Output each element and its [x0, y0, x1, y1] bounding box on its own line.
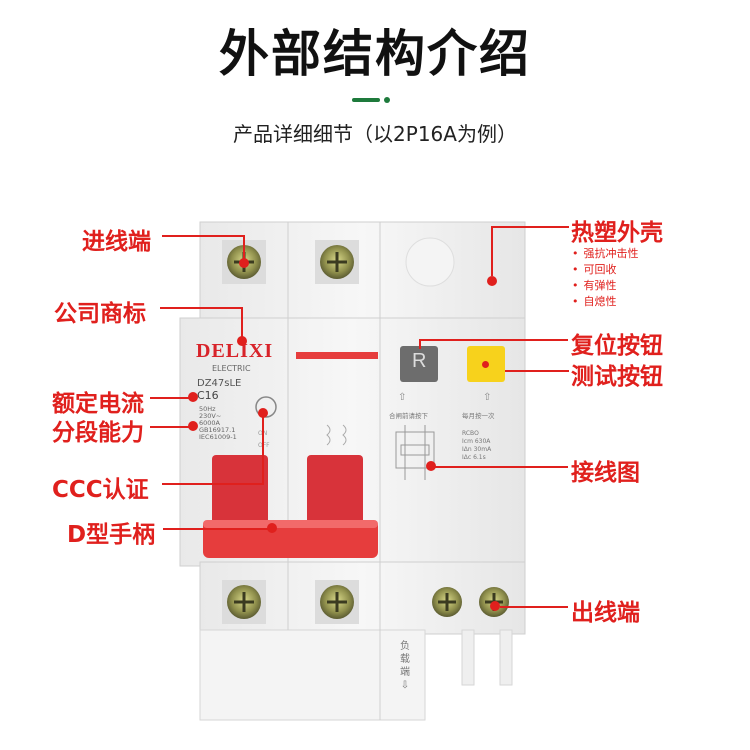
marker-handle	[267, 523, 277, 533]
leader-test	[505, 370, 569, 372]
leader-inlet-drop	[243, 235, 245, 265]
label-shell: 热塑外壳	[571, 220, 663, 246]
label-reset: 复位按钮	[571, 333, 663, 359]
test-arrow-icon: ⇧	[483, 392, 492, 403]
reset-caption: 合闸前请按下	[389, 412, 428, 420]
label-rated-current: 额定电流	[52, 391, 144, 417]
rating-text: C16	[197, 389, 219, 402]
leader-outlet	[500, 606, 568, 608]
breaker-foot-left	[461, 629, 475, 686]
shell-window	[405, 237, 455, 287]
reset-button-shape	[400, 346, 438, 382]
label-inlet: 进线端	[82, 229, 151, 255]
shell-feature-list: 强抗冲击性 可回收 有弹性 自熄性	[572, 246, 639, 310]
page-title: 外部结构介绍	[219, 25, 531, 83]
marker-wiring	[426, 461, 436, 471]
spec-line: IEC61009-1	[199, 433, 237, 441]
page-subtitle: 产品详细细节（以2P16A为例）	[233, 122, 517, 146]
rcbo-spec-line: IΔc 6.1s	[462, 454, 486, 461]
shell-feature: 有弹性	[572, 278, 639, 294]
leader-breaking	[150, 426, 192, 428]
reset-key-letter: R	[412, 350, 427, 372]
test-caption: 每月按一次	[462, 412, 495, 420]
spec-line: 6000A	[199, 419, 220, 427]
leader-inlet	[162, 235, 244, 237]
label-handle: D型手柄	[67, 522, 156, 548]
leader-logo	[160, 307, 242, 309]
load-side-text: 负 载 端 ⇩	[398, 640, 412, 692]
test-key-dot	[482, 361, 489, 368]
breaker-foot-right	[499, 629, 513, 686]
marker-shell	[487, 276, 497, 286]
leader-logo-drop	[241, 307, 243, 343]
model-text: DZ47sLE	[197, 378, 242, 389]
leader-reset-drop	[419, 339, 421, 349]
marker-ccc	[258, 408, 268, 418]
handle-highlight	[203, 520, 378, 528]
label-test: 测试按钮	[571, 364, 663, 390]
label-outlet: 出线端	[571, 600, 640, 626]
label-wiring: 接线图	[571, 460, 640, 486]
rcbo-spec-line: RCBO	[462, 430, 479, 437]
leader-shell	[492, 226, 569, 228]
title-divider-dot	[384, 97, 390, 103]
status-strip	[296, 352, 378, 359]
marker-breaking	[188, 421, 198, 431]
brand-logo: DELIXI	[196, 340, 274, 362]
brand-sub: ELECTRIC	[212, 364, 251, 373]
reset-arrow-icon: ⇧	[398, 392, 407, 403]
load-char: 端	[400, 667, 410, 678]
label-breaking: 分段能力	[52, 420, 144, 446]
load-char: 载	[400, 654, 410, 665]
spec-line: 230V~	[199, 412, 222, 420]
leader-wiring	[432, 466, 568, 468]
center-schematic	[326, 424, 347, 446]
leader-ccc	[162, 483, 262, 485]
marker-rated-current	[188, 392, 198, 402]
leader-shell-drop	[491, 226, 493, 276]
load-char: ⇩	[400, 680, 410, 691]
marker-outlet	[490, 601, 500, 611]
spec-line: 50Hz	[199, 405, 216, 413]
marker-inlet	[239, 258, 249, 268]
label-ccc: CCC认证	[52, 477, 149, 503]
rcbo-spec-line: IΔn 30mA	[462, 446, 492, 453]
spec-line: GB16917.1	[199, 426, 236, 434]
rcbo-spec-list: RCBO Icm 630A IΔn 30mA IΔc 6.1s	[462, 430, 491, 462]
shell-feature: 强抗冲击性	[572, 246, 639, 262]
breaker-load-block	[199, 629, 426, 721]
handle-right-toggle	[307, 455, 363, 525]
leader-reset	[420, 339, 568, 341]
title-divider	[352, 98, 380, 102]
outlet-screws	[222, 580, 509, 624]
handle-left-toggle	[212, 455, 268, 525]
rcbo-spec-line: Icm 630A	[462, 438, 491, 445]
leader-ccc-rise	[262, 414, 264, 485]
wiring-schematic	[395, 425, 435, 480]
spec-list: 50Hz 230V~ 6000A GB16917.1 IEC61009-1	[199, 406, 237, 441]
label-logo: 公司商标	[54, 301, 146, 327]
leader-handle	[163, 528, 271, 530]
shell-feature: 自熄性	[572, 294, 639, 310]
load-char: 负	[400, 641, 410, 652]
marker-logo	[237, 336, 247, 346]
leader-rated-current	[150, 397, 192, 399]
shell-feature: 可回收	[572, 262, 639, 278]
